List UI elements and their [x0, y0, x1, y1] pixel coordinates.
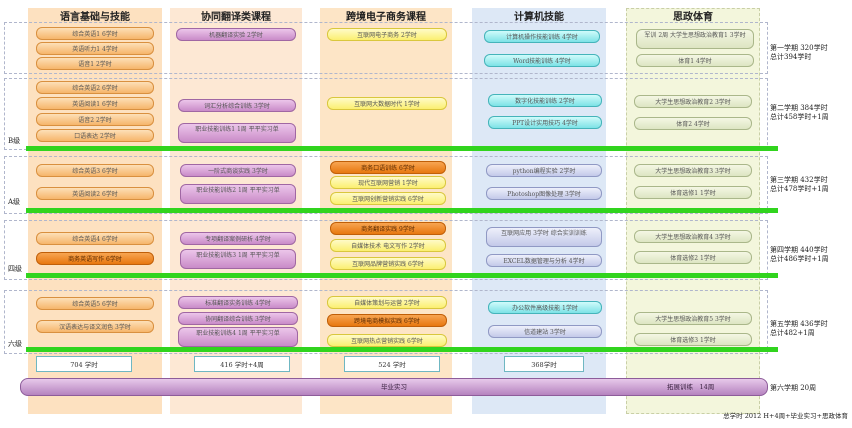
course-pill: Photoshop图像处理 3学时: [486, 187, 602, 200]
course-pill: 体育选修1 1学时: [634, 186, 752, 199]
course-pill: 职业技能训练1 1周 平平实习单: [178, 123, 296, 143]
level-bar-b: [26, 146, 778, 151]
course-pill: 体育选修3 1学时: [634, 333, 752, 346]
course-pill: 军训 2周 大学生思想政治教育1 3学时: [636, 29, 754, 49]
course-pill: 英语听力1 4学时: [36, 42, 154, 55]
course-pill: 大学生思想政治教育5 3学时: [634, 312, 752, 325]
course-pill: 口语表达 2学时: [36, 129, 154, 142]
course-pill: 商务口语训练 6学时: [330, 161, 446, 174]
semester-row-5: [4, 290, 768, 354]
course-pill: 互联网品牌营销实践 6学时: [330, 257, 446, 270]
course-pill: 体育选修2 1学时: [634, 251, 752, 264]
course-pill: 自媒体技术 电文写作 2学时: [330, 239, 446, 252]
course-pill: 体育1 4学时: [636, 54, 754, 67]
semester-label-2: 第二学期 384学时总计458学时+1周: [770, 104, 829, 121]
course-pill: 互联网创新营销实践 6学时: [330, 192, 446, 205]
course-pill: 专项翻译案例研析 4学时: [180, 232, 296, 245]
level-bar-cet4: [26, 273, 778, 278]
course-pill: 办公软件高级技能 1学时: [488, 301, 602, 314]
internship-label: 毕业实习: [381, 383, 407, 391]
course-pill: Word技能训练 4学时: [484, 54, 600, 67]
course-pill: 一阶式商谈实践 3学时: [180, 164, 296, 177]
course-pill: 机器翻译实验 2学时: [176, 28, 296, 41]
course-pill: 大学生思想政治教育2 3学时: [634, 95, 752, 108]
level-label-b: B级: [8, 137, 21, 145]
course-pill: 综合英语5 6学时: [36, 297, 154, 310]
level-label-a: A级: [8, 198, 21, 206]
course-pill: python编程实验 2学时: [486, 164, 602, 177]
course-pill: 综合英语1 6学时: [36, 27, 154, 40]
grand-total-note: 总学时 2012 H+4周+毕业实习+思政体育: [723, 412, 848, 420]
course-pill: 职业技能训练3 1周 平平实习单: [180, 249, 296, 269]
column-header-computer: 计算机技能: [514, 12, 564, 23]
column-total-language: 704 学时: [36, 356, 132, 372]
course-pill: 语音1 2学时: [36, 57, 154, 70]
column-total-computer: 368学时: [504, 356, 584, 372]
level-bar-cet6: [26, 347, 778, 352]
course-pill: 综合英语2 6学时: [36, 81, 154, 94]
semester-row-1: [4, 22, 768, 74]
semester-label-4: 第四学期 440学时总计486学时+1周: [770, 246, 829, 263]
course-pill: 互联网电子商务 2学时: [327, 28, 447, 41]
semester-row-4: [4, 220, 768, 280]
course-pill: 商务翻译实践 9学时: [330, 222, 446, 235]
course-pill: 词汇分析综合训练 3学时: [178, 99, 296, 112]
internship-bar: 毕业实习 拓展训练 14周: [20, 378, 768, 396]
course-pill: 跨境电商模拟实践 6学时: [327, 314, 447, 327]
course-pill: 协同翻译综合训练 3学时: [178, 312, 298, 325]
expansion-training-label: 拓展训练 14周: [667, 383, 715, 391]
semester-row-3: [4, 156, 768, 214]
course-pill: 综合英语4 6学时: [36, 232, 154, 245]
course-pill: PPT设计实用技巧 4学时: [488, 116, 602, 129]
semester-label-3: 第三学期 432学时总计478学时+1周: [770, 176, 829, 193]
column-total-translation: 416 学时+4周: [194, 356, 290, 372]
course-pill: 综合英语3 6学时: [36, 164, 154, 177]
course-pill: 现代互联网营销 1学时: [330, 176, 446, 189]
course-pill: 体育2 4学时: [634, 117, 752, 130]
course-pill: 英语阅读2 6学时: [36, 187, 154, 200]
course-pill: 自媒体策划与运营 2学时: [327, 296, 447, 309]
course-pill: 大学生思想政治教育3 3学时: [634, 164, 752, 177]
level-bar-a: [26, 208, 778, 213]
course-pill: 计算机操作技能训练 4学时: [484, 30, 600, 43]
course-pill: 职业技能训练4 1周 平平实习单: [178, 327, 298, 347]
course-pill: 英语阅读1 6学时: [36, 97, 154, 110]
semester-label-5: 第五学期 436学时总计482+1周: [770, 320, 828, 337]
course-pill: 语音2 2学时: [36, 113, 154, 126]
semester-label-6: 第六学期 20周: [770, 384, 817, 392]
course-pill: 互联网大数据时代 1学时: [327, 97, 447, 110]
column-header-ideology-pe: 思政体育: [673, 12, 713, 23]
course-pill: 商务英语写作 6学时: [36, 252, 154, 265]
course-pill: 数字化技能训练 2学时: [488, 94, 602, 107]
course-pill: 互联网热点营销实践 6学时: [327, 334, 447, 347]
semester-label-1: 第一学期 320学时总计394学时: [770, 44, 828, 61]
level-label-cet6: 六级: [8, 340, 22, 348]
course-pill: 互联网应用 3学时 综合实训训练: [486, 227, 602, 247]
column-total-ecommerce: 524 学时: [344, 356, 440, 372]
column-header-ecommerce: 跨境电子商务课程: [346, 12, 426, 23]
course-pill: 职业技能训练2 1周 平平实习单: [180, 184, 296, 204]
column-header-translation: 协同翻译类课程: [201, 12, 271, 23]
column-header-language: 语言基础与技能: [60, 12, 130, 23]
course-pill: 信道建站 3学时: [488, 325, 602, 338]
course-pill: EXCEL数据管理与分析 4学时: [486, 254, 602, 267]
level-label-cet4: 四级: [8, 265, 22, 273]
course-pill: 大学生思想政治教育4 3学时: [634, 230, 752, 243]
course-pill: 标准翻译实务训练 4学时: [178, 296, 298, 309]
course-pill: 汉语表达与译文润色 3学时: [36, 320, 154, 333]
